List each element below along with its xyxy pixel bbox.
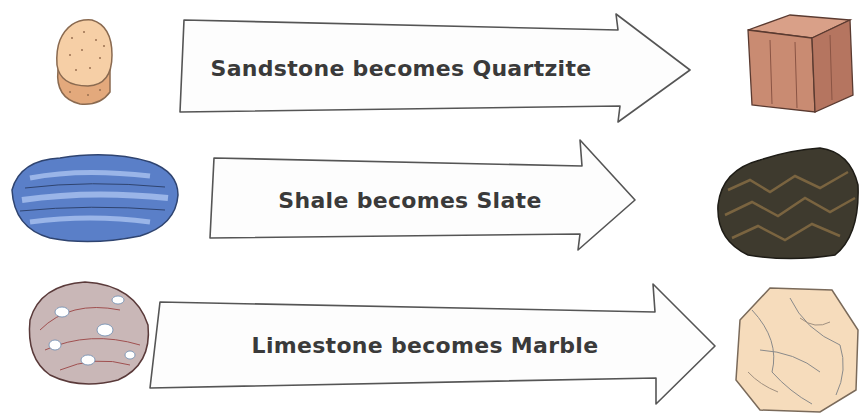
arrow-text-area: Shale becomes Slate — [218, 168, 602, 232]
arrow-shape — [180, 14, 690, 122]
sandstone-rock — [57, 20, 112, 104]
slate-rock — [718, 148, 858, 259]
arrow-shape — [150, 284, 715, 404]
quartzite-rock — [748, 15, 853, 112]
arrow-text-area: Sandstone becomes Quartzite — [190, 32, 612, 104]
arrow-label: Shale becomes Slate — [278, 188, 541, 213]
limestone-rock — [29, 282, 148, 384]
arrow-box: Sandstone becomes Quartzite — [180, 12, 695, 124]
arrow-label: Limestone becomes Marble — [252, 333, 599, 358]
arrow-text-area: Limestone becomes Marble — [165, 314, 685, 376]
arrow-box: Limestone becomes Marble — [150, 280, 720, 408]
marble-rock — [736, 288, 858, 412]
arrow-label: Sandstone becomes Quartzite — [211, 56, 592, 81]
arrow-shape — [210, 140, 635, 250]
arrow-box: Shale becomes Slate — [210, 138, 638, 253]
shale-rock — [12, 155, 178, 242]
